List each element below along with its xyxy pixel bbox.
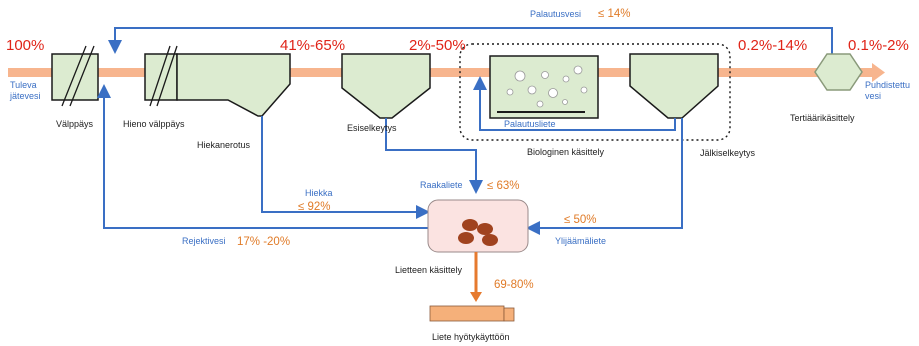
reject-water-line — [97, 84, 428, 229]
value-sludge-treatment: 69-80% — [494, 279, 534, 291]
primary-settling-tank — [341, 53, 431, 119]
label-raw-sludge: Raakaliete — [420, 180, 463, 190]
secondary-settling-tank — [629, 53, 719, 119]
sludge-output-arrow — [470, 252, 482, 302]
label-secondary-settling: Jälkiselkeytys — [700, 148, 756, 158]
biological-treatment-tank — [489, 55, 599, 119]
label-excess-sludge: Ylijäämäliete — [555, 236, 606, 246]
value-excess-sludge: ≤ 50% — [564, 214, 597, 226]
label-return-water: Palautusvesi — [530, 9, 581, 19]
label-return-sludge: Palautusliete — [504, 119, 556, 129]
fine-screening-tank — [144, 45, 178, 107]
sludge-truck-icon — [429, 305, 515, 322]
label-outlet-line1: Puhdistettu — [865, 80, 910, 90]
raw-sludge-line — [385, 118, 483, 194]
percent-after-secondary: 0.2%-14% — [738, 37, 807, 54]
label-inlet-line1: Tuleva — [10, 80, 37, 90]
percent-after-grit: 41%-65% — [280, 37, 345, 54]
screening-tank — [51, 45, 99, 107]
label-screening: Välppäys — [56, 119, 94, 129]
grit-removal-tank — [176, 53, 291, 117]
return-water-line — [108, 27, 833, 62]
aeration-bubbles — [506, 65, 588, 108]
label-grit-removal: Hiekanerotus — [197, 140, 251, 150]
excess-sludge-line — [526, 118, 683, 235]
label-tertiary: Tertiäärikäsittely — [790, 113, 855, 123]
main-flow-line — [8, 63, 885, 82]
label-fine-screening: Hieno välppäys — [123, 119, 185, 129]
label-primary-settling: Esiselkeytys — [347, 123, 397, 133]
label-sludge-treatment: Lietteen käsittely — [395, 265, 463, 275]
percent-outlet: 0.1%-2% — [848, 37, 909, 54]
tertiary-treatment-unit — [814, 53, 863, 91]
biological-boundary — [459, 43, 731, 141]
label-biological: Biologinen käsittely — [527, 147, 605, 157]
value-reject-water: 17% -20% — [237, 236, 290, 248]
value-raw-sludge: ≤ 63% — [487, 180, 520, 192]
grit-line — [261, 116, 430, 219]
percent-after-primary: 2%-50% — [409, 37, 466, 54]
label-grit: Hiekka — [305, 188, 333, 198]
value-return-water: ≤ 14% — [598, 8, 631, 20]
label-reject-water: Rejektivesi — [182, 236, 226, 246]
label-inlet-line2: jätevesi — [9, 91, 41, 101]
value-grit: ≤ 92% — [298, 201, 331, 213]
return-sludge-line — [473, 76, 676, 131]
label-sludge-reuse: Liete hyötykäyttöön — [432, 332, 510, 342]
percent-inlet: 100% — [6, 37, 44, 54]
label-outlet-line2: vesi — [865, 91, 881, 101]
sludge-treatment-unit — [427, 199, 529, 253]
